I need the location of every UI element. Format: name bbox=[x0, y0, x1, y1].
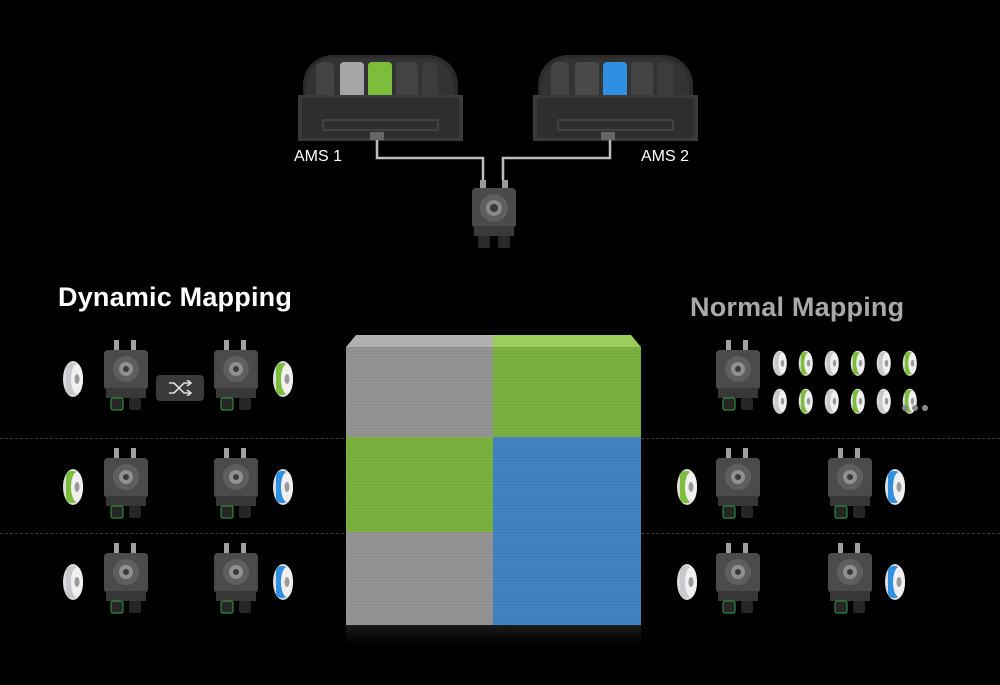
green-spool-icon bbox=[676, 468, 698, 506]
toolhead-icon bbox=[102, 543, 150, 620]
ams-1-label: AMS 1 bbox=[294, 148, 343, 165]
cube-face-blue bbox=[493, 532, 641, 625]
toolhead-icon bbox=[714, 543, 762, 620]
green-spool-icon bbox=[850, 350, 865, 377]
green-spool-icon bbox=[272, 360, 294, 398]
cube-face-green bbox=[493, 347, 641, 437]
normal-mapping-title: Normal Mapping bbox=[690, 292, 905, 322]
toolhead-icon bbox=[826, 543, 874, 620]
gray-spool-icon bbox=[824, 350, 839, 377]
toolhead-icon bbox=[212, 543, 260, 620]
cube-face-gray bbox=[346, 347, 493, 437]
blue-spool-icon bbox=[884, 468, 906, 506]
toolhead-icon bbox=[466, 180, 522, 255]
gray-spool-icon bbox=[876, 350, 891, 377]
ams-2-label: AMS 2 bbox=[641, 148, 690, 165]
shuffle-icon bbox=[156, 375, 204, 401]
blue-spool-icon bbox=[272, 563, 294, 601]
filament-tubes bbox=[375, 140, 612, 180]
more-dots-icon bbox=[902, 398, 932, 416]
ams-unit-2 bbox=[533, 50, 698, 145]
gray-spool-icon bbox=[772, 350, 787, 377]
toolhead-icon bbox=[714, 340, 762, 417]
gray-spool-icon bbox=[676, 563, 698, 601]
toolhead-icon bbox=[826, 448, 874, 525]
cube-face-blue bbox=[493, 437, 641, 532]
gray-spool-icon bbox=[62, 360, 84, 398]
gray-spool-icon bbox=[876, 388, 891, 415]
green-spool-icon bbox=[902, 350, 917, 377]
green-spool-icon bbox=[62, 468, 84, 506]
printed-cube bbox=[346, 335, 641, 645]
gray-spool-icon bbox=[824, 388, 839, 415]
gray-spool-icon bbox=[62, 563, 84, 601]
toolhead-icon bbox=[212, 448, 260, 525]
toolhead-icon bbox=[102, 448, 150, 525]
blue-spool-icon bbox=[272, 468, 294, 506]
blue-spool-icon bbox=[884, 563, 906, 601]
green-spool-icon bbox=[798, 350, 813, 377]
cube-face-gray bbox=[346, 532, 493, 625]
toolhead-icon bbox=[714, 448, 762, 525]
toolhead-icon bbox=[102, 340, 150, 417]
green-spool-icon bbox=[850, 388, 865, 415]
dynamic-mapping-title: Dynamic Mapping bbox=[58, 282, 293, 312]
green-spool-icon bbox=[798, 388, 813, 415]
gray-spool-icon bbox=[772, 388, 787, 415]
cube-face-green bbox=[346, 437, 493, 532]
toolhead-icon bbox=[212, 340, 260, 417]
ams-unit-1 bbox=[298, 50, 463, 145]
